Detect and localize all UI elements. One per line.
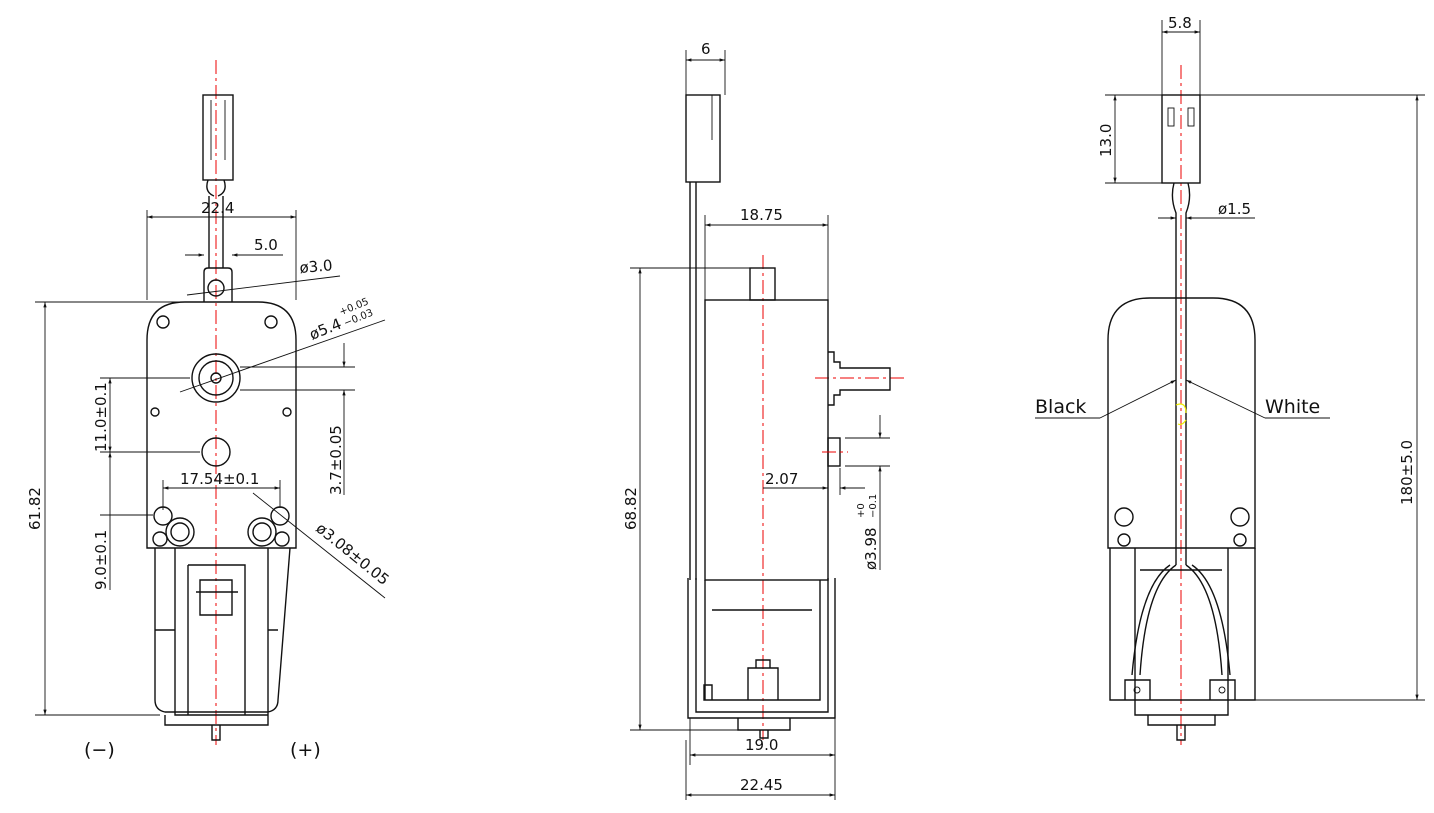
dim-mount-spacing: 17.54±0.1 — [180, 470, 259, 488]
dim-inner-width: 19.0 — [745, 736, 778, 754]
rear-view: 5.8 13.0 ø1.5 Black White 180±5.0 — [1035, 14, 1425, 745]
cable — [1171, 182, 1191, 565]
connector — [685, 94, 721, 183]
dim-wire-dia: ø1.5 — [1218, 200, 1251, 218]
connector — [202, 94, 234, 268]
front-view: 22.4 5.0 ø3.0 ø5.4 +0.05 −0.03 61.82 11.… — [26, 60, 393, 761]
motor — [154, 547, 291, 741]
motor — [1109, 548, 1256, 741]
motor — [687, 578, 836, 739]
dim-width: 22.4 — [201, 199, 234, 217]
plus-terminal-label: (+) — [290, 739, 321, 761]
minus-terminal-label: (−) — [84, 739, 115, 761]
gearbox-body — [1107, 297, 1256, 549]
dim-hole-dia: ø3.0 — [299, 256, 333, 277]
gearbox-body — [704, 299, 829, 581]
dim-connector-width: 5.8 — [1168, 14, 1192, 32]
gearbox-body — [146, 301, 297, 549]
tol-lower: −0.1 — [868, 494, 879, 518]
dim-stub-dia: ø3.98 — [862, 527, 880, 570]
mount-holes — [152, 506, 290, 547]
dim-offset: 2.07 — [765, 470, 798, 488]
dim-body-depth: 18.75 — [740, 206, 783, 224]
tab — [203, 267, 233, 302]
dim-hole-to-mount: 9.0±0.1 — [92, 530, 110, 590]
dim-bushing-dia: ø5.4 — [307, 315, 344, 344]
wire-label-black: Black — [1035, 396, 1086, 418]
side-view: 6 18.75 68.82 2.07 ø3.98 +0 −0.1 19.0 22… — [622, 40, 905, 800]
bushing — [191, 353, 241, 403]
dim-shaft-to-hole: 11.0±0.1 — [92, 382, 110, 452]
dim-connector-height: 13.0 — [1097, 124, 1115, 157]
dim-bushing-thickness: 3.7±0.05 — [327, 425, 345, 495]
tol-upper: +0 — [856, 503, 867, 518]
wires — [1131, 564, 1231, 676]
wire-label-white: White — [1265, 396, 1320, 418]
dim-cable-length: 180±5.0 — [1398, 440, 1416, 505]
output-shaft — [828, 351, 891, 406]
dim-height: 61.82 — [26, 487, 44, 530]
dim-connector-width: 6 — [701, 40, 711, 58]
dim-tab-width: 5.0 — [254, 236, 278, 254]
dim-height: 68.82 — [622, 487, 640, 530]
cable — [689, 182, 697, 580]
dim-outer-width: 22.45 — [740, 776, 783, 794]
connector — [1161, 94, 1201, 184]
dim-mount-hole-dia: ø3.08±0.05 — [312, 519, 392, 589]
